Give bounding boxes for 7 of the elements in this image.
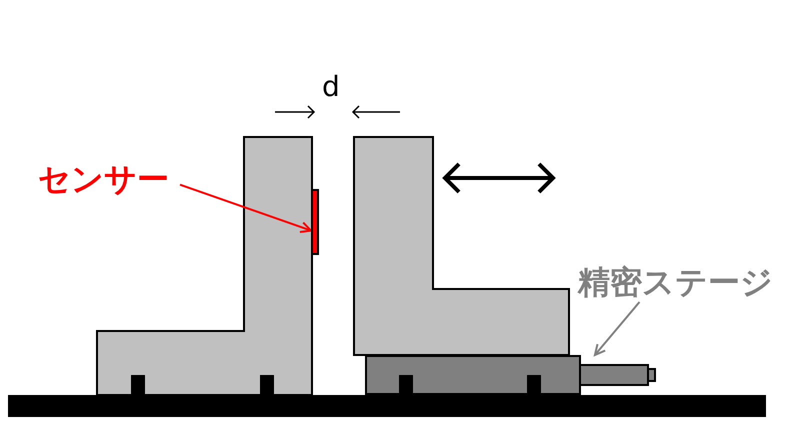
leader-line — [180, 184, 312, 233]
leader-line — [594, 301, 640, 356]
callout-label: 精密ステージ — [578, 262, 774, 302]
sensor-pad — [311, 189, 319, 255]
callout-label: センサー — [38, 160, 170, 198]
precision-stage-drawing — [365, 355, 656, 395]
dimension-label: d — [322, 70, 340, 104]
